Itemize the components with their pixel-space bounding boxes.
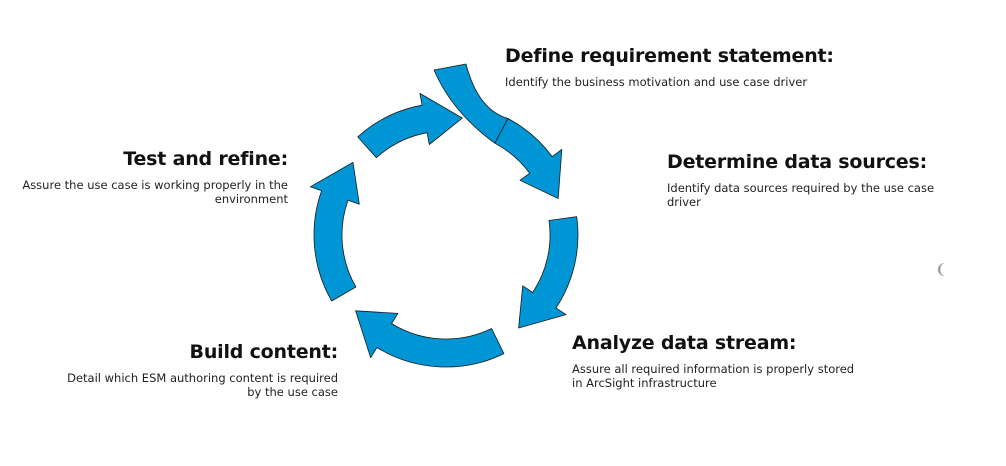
arrow-define-to-determine bbox=[494, 118, 563, 199]
step-description: Identify the business motivation and use… bbox=[505, 75, 808, 89]
step-description: Detail which ESM authoring content is re… bbox=[67, 371, 338, 399]
arrow-analyze-to-build bbox=[355, 310, 505, 368]
step-description: Identify data sources required by the us… bbox=[667, 181, 935, 209]
step-title: Build content: bbox=[189, 341, 339, 363]
step-description: Assure all required information is prope… bbox=[572, 362, 855, 390]
step-determine-data-sources: Determine data sources: Identify data so… bbox=[667, 150, 937, 209]
step-title: Test and refine: bbox=[123, 148, 288, 170]
step-title: Determine data sources: bbox=[667, 151, 927, 173]
step-build-content: Build content: Detail which ESM authorin… bbox=[60, 340, 338, 399]
step-title: Define requirement statement: bbox=[505, 45, 834, 67]
arrow-build-to-test bbox=[309, 162, 360, 302]
edge-artifact-icon: ❨ bbox=[935, 262, 947, 278]
step-test-and-refine: Test and refine: Assure the use case is … bbox=[10, 147, 288, 206]
arrow-test-to-define bbox=[357, 93, 463, 159]
step-title: Analyze data stream: bbox=[572, 332, 797, 354]
arrow-determine-to-analyze bbox=[518, 216, 579, 329]
step-description: Assure the use case is working properly … bbox=[22, 178, 288, 206]
step-analyze-data-stream: Analyze data stream: Assure all required… bbox=[572, 331, 862, 390]
step-define-requirement: Define requirement statement: Identify t… bbox=[505, 44, 865, 89]
